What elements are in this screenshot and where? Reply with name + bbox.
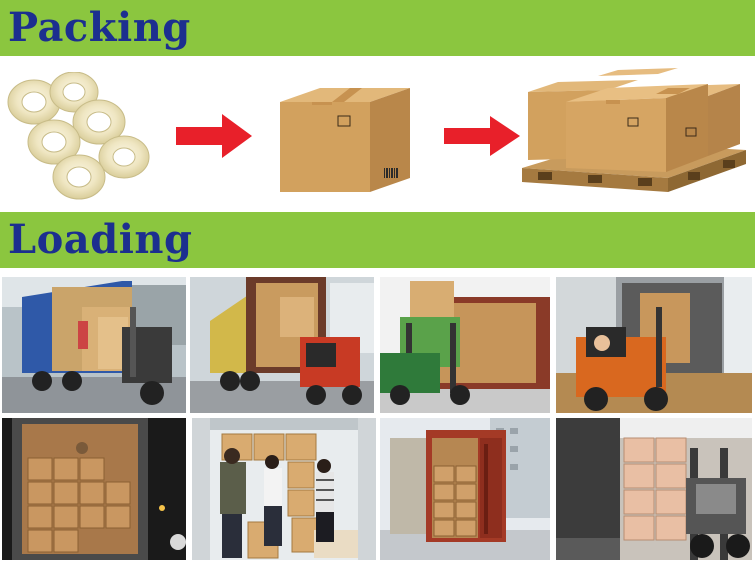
loading-photo-forklift-pallet-lift [380, 277, 550, 413]
loading-photo-container-night-stacking [2, 418, 186, 560]
loading-banner: Loading [0, 212, 755, 268]
loading-photo-workers-stacking-boxes [192, 418, 376, 560]
tape-rolls-image [7, 72, 150, 200]
loading-photo-red-container-full [380, 418, 550, 560]
loading-photo-truck-yellow-trailer [190, 277, 374, 413]
packing-banner: Packing [0, 0, 755, 56]
loading-title: Loading [8, 216, 193, 263]
palletized-boxes-image [522, 68, 746, 192]
loading-photo-truck-blue-container [2, 277, 186, 413]
loading-photo-forklift-warehouse [556, 418, 752, 560]
red-arrow-right-icon [444, 116, 520, 156]
cardboard-box-image [280, 88, 410, 192]
red-arrow-right-icon [176, 114, 252, 158]
loading-photo-forklift-operator [556, 277, 752, 413]
packing-title: Packing [8, 4, 191, 51]
